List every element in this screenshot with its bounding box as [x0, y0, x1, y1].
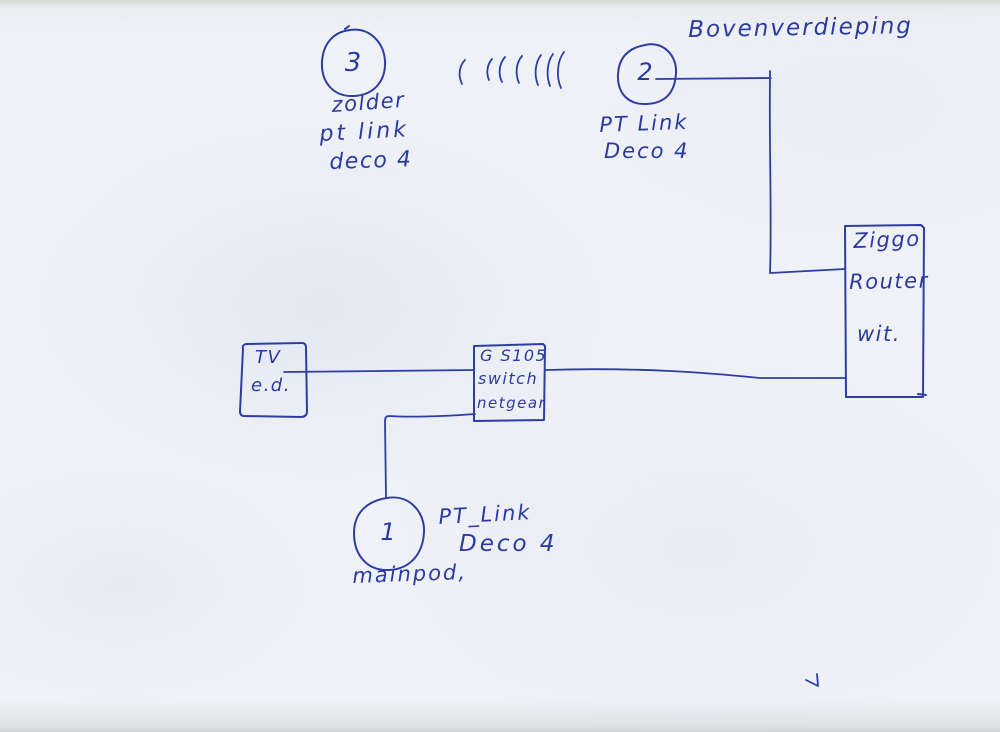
floor-annotation: Bovenverdieping [687, 13, 914, 43]
deco3-label-line1: pt link [318, 117, 410, 147]
switch-label-line2: switch [478, 369, 539, 388]
deco3-location-label: zolder [330, 87, 406, 117]
deco1-number: 1 [380, 518, 396, 546]
deco2-number: 2 [637, 58, 653, 86]
deco2-label-line2: Deco 4 [604, 139, 690, 163]
tv-label-line1: TV [255, 347, 282, 368]
switch-box [473, 343, 546, 422]
deco1-label-line2: Deco 4 [459, 531, 558, 557]
router-label-line3: wit. [857, 322, 901, 346]
router-label-line2: Router [848, 268, 929, 294]
deco1-label-line1: PT_Link [437, 500, 533, 529]
switch-label-line3: netgear [477, 394, 547, 412]
router-label-line1: Ziggo [852, 226, 921, 253]
cable-switch-to-router [545, 368, 847, 379]
cable-tv-to-switch [283, 369, 475, 373]
deco2-node-circle [616, 43, 678, 106]
cable-deco2-to-router [655, 70, 846, 274]
deco3-label-line2: deco 4 [328, 147, 413, 175]
tv-box [239, 342, 308, 418]
deco3-number: 3 [344, 48, 362, 78]
cable-switch-to-deco1 [384, 413, 476, 499]
deco1-node-circle [353, 496, 426, 572]
wifi-waves-icon [458, 51, 565, 89]
deco2-label-line1: PT Link [598, 109, 689, 137]
router-box [844, 224, 927, 398]
stray-pen-mark [805, 673, 819, 687]
deco3-node-circle [320, 25, 387, 98]
deco1-location-label: mainpod, [351, 559, 468, 588]
tv-label-line2: e.d. [251, 375, 291, 396]
switch-label-line1: G S105 [480, 346, 548, 365]
